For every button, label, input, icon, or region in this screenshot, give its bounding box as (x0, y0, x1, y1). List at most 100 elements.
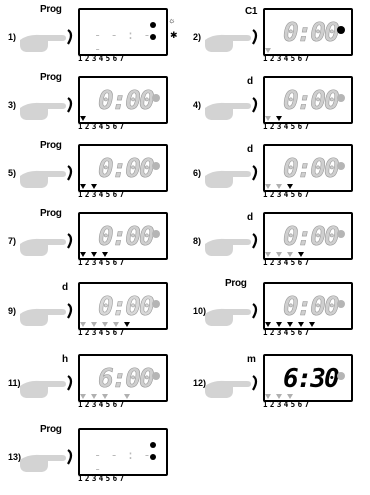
day-indicator (80, 322, 86, 327)
lcd-time: 0:00 (98, 86, 155, 117)
lcd-display: 0:00 (78, 282, 168, 330)
weekday-row: 1234567 (263, 54, 312, 63)
lcd-time: 0:00 (283, 86, 340, 117)
lcd-display: 0:00 (78, 76, 168, 124)
weekday-row: 1234567 (78, 54, 127, 63)
d-button-label: d (62, 282, 68, 293)
step-number: 4) (193, 100, 202, 110)
lcd-indicator-dot (337, 26, 345, 34)
pointing-hand-icon (20, 165, 73, 188)
pointing-hand-icon (205, 303, 258, 326)
prog-button-label: Prog (40, 4, 62, 15)
weekday-row: 1234567 (78, 190, 127, 199)
lcd-indicator-dot (337, 162, 345, 170)
pointing-hand-icon (205, 97, 258, 120)
weekday-row: 1234567 (263, 122, 312, 131)
step-7: 7) Prog 0:00 1234567 (0, 208, 180, 272)
day-indicator (91, 394, 97, 399)
prog-button-label: Prog (40, 72, 62, 83)
lcd-display: 0:00 (263, 8, 353, 56)
pointing-hand-icon (205, 375, 258, 398)
step-number: 8) (193, 236, 202, 246)
d-button-label: d (247, 212, 253, 223)
d-button-label: d (247, 76, 253, 87)
prog-button-label: Prog (225, 278, 247, 289)
weekday-row: 1234567 (263, 328, 312, 337)
lcd-indicator-dot (337, 230, 345, 238)
step-number: 1) (8, 32, 17, 42)
weekday-row: 1234567 (263, 258, 312, 267)
day-indicator (265, 116, 271, 121)
m-button-label: m (247, 354, 256, 365)
step-4: 4) d 0:00 1234567 (185, 72, 365, 136)
day-indicator (124, 322, 130, 327)
step-10: 10) Prog 0:00 1234567 (185, 278, 365, 342)
pointing-hand-icon (205, 165, 258, 188)
lcd-indicator-dot (152, 162, 160, 170)
step-11: 11) h 6:00 1234567 (0, 350, 180, 414)
lcd-time: 0:00 (283, 222, 340, 253)
step-number: 6) (193, 168, 202, 178)
day-indicator (91, 252, 97, 257)
day-indicator (265, 322, 271, 327)
step-5: 5) Prog 0:00 1234567 (0, 140, 180, 204)
step-9: 9) d 0:00 1234567 (0, 278, 180, 342)
day-indicator (265, 394, 271, 399)
weekday-row: 1234567 (78, 400, 127, 409)
day-indicator (91, 184, 97, 189)
day-indicator (276, 116, 282, 121)
lcd-display: - - : - - (78, 428, 168, 476)
step-number: 13) (8, 452, 22, 462)
lcd-display: 0:00 (263, 144, 353, 192)
day-indicator (91, 322, 97, 327)
sun-icon: ☼ (168, 16, 176, 25)
c1-button-label: C1 (245, 6, 258, 17)
day-indicator (287, 184, 293, 189)
lcd-dashes: - - : - - (94, 448, 152, 476)
day-indicator (309, 322, 315, 327)
star-icon: ✱ (170, 30, 178, 40)
step-12: 12) m 6:30 1234567 (185, 350, 365, 414)
step-number: 3) (8, 100, 17, 110)
day-indicator (102, 322, 108, 327)
day-indicator (276, 184, 282, 189)
step-3: 3) Prog 0:00 1234567 (0, 72, 180, 136)
lcd-indicator-dot (152, 372, 160, 380)
day-indicator (276, 322, 282, 327)
weekday-row: 1234567 (78, 474, 127, 483)
day-indicator (113, 322, 119, 327)
lcd-indicator-dot (150, 454, 156, 460)
lcd-time: 6:30 (283, 364, 340, 394)
lcd-indicator-dot (152, 94, 160, 102)
lcd-indicator-dot (337, 300, 345, 308)
step-6: 6) d 0:00 1234567 (185, 140, 365, 204)
day-indicator (287, 252, 293, 257)
day-indicator (298, 322, 304, 327)
weekday-row: 1234567 (263, 190, 312, 199)
day-indicator (102, 394, 108, 399)
weekday-row: 1234567 (78, 258, 127, 267)
day-indicator (287, 394, 293, 399)
prog-button-label: Prog (40, 140, 62, 151)
step-number: 9) (8, 306, 17, 316)
day-indicator (124, 394, 130, 399)
day-indicator (102, 252, 108, 257)
day-indicator (298, 252, 304, 257)
lcd-display: 0:00 (263, 282, 353, 330)
day-indicator (80, 116, 86, 121)
day-indicator (80, 394, 86, 399)
prog-button-label: Prog (40, 424, 62, 435)
pointing-hand-icon (20, 29, 73, 52)
lcd-time: 0:00 (283, 154, 340, 185)
day-indicator (265, 184, 271, 189)
lcd-time: 0:00 (98, 222, 155, 253)
lcd-indicator-dot (337, 94, 345, 102)
weekday-row: 1234567 (78, 328, 127, 337)
d-button-label: d (247, 144, 253, 155)
day-indicator (80, 252, 86, 257)
step-number: 2) (193, 32, 202, 42)
lcd-indicator-dot (150, 442, 156, 448)
lcd-time: 0:00 (98, 292, 155, 323)
lcd-time: 6:00 (98, 364, 155, 395)
pointing-hand-icon (20, 449, 73, 472)
